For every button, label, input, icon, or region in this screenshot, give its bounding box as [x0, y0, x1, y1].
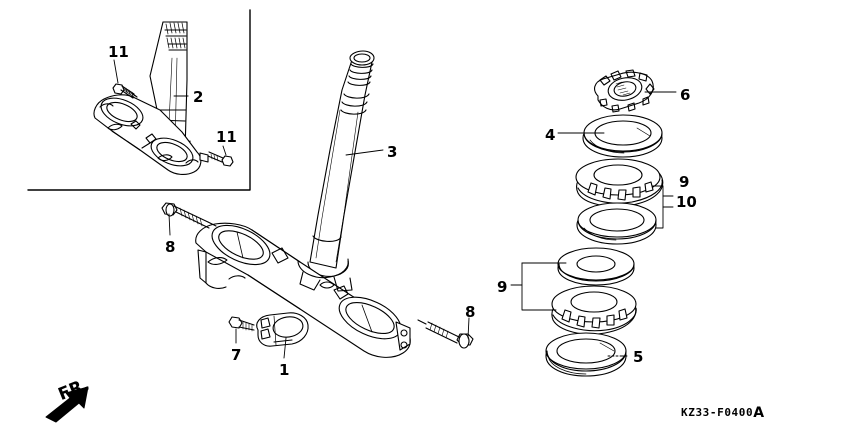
callout-8-right: 8 [465, 303, 476, 321]
lower-dust-seal [545, 332, 627, 377]
callout-2: 2 [193, 88, 204, 106]
fork-pinch-bolt-right [417, 319, 474, 349]
callout-8-left: 8 [165, 238, 176, 256]
upper-dust-seal [582, 114, 663, 158]
upper-bearing-race [576, 202, 657, 245]
cable-clamp-bolt [228, 316, 255, 332]
callout-9-lower: 9 [497, 278, 508, 296]
fork-pinch-bolt-left [161, 202, 217, 229]
lower-tapered-bearing [551, 285, 637, 335]
part-code-text: KZ33-F0400 [681, 406, 754, 419]
part-code: KZ33-F0400A [681, 405, 764, 421]
part-code-suffix: A [753, 405, 765, 421]
inset-top-bridge-casting [93, 94, 202, 175]
callout-10: 10 [676, 193, 697, 211]
callout-11-right: 11 [216, 128, 237, 146]
inset-top-bridge-assembly [93, 21, 234, 175]
callout-1: 1 [279, 361, 290, 379]
inset-pinch-bolt-right [199, 151, 234, 167]
inset-leader-lines [113, 59, 227, 156]
callout-3: 3 [387, 143, 398, 161]
bottom-bridge-casting [195, 222, 411, 358]
callout-7: 7 [231, 346, 242, 364]
callout-9-upper: 9 [679, 173, 690, 191]
cable-guide-clamp [256, 312, 309, 347]
callout-5: 5 [633, 348, 644, 366]
callout-11-left: 11 [108, 43, 129, 61]
front-direction-arrow [45, 386, 89, 423]
inset-panel-border [27, 9, 251, 191]
steering-stem-castle-nut [594, 69, 655, 113]
upper-tapered-bearing [575, 158, 664, 207]
steering-stem-shaft [307, 50, 375, 277]
callout-4: 4 [545, 126, 556, 144]
leader-lines [168, 91, 677, 359]
inset-pinch-bolt-left [112, 83, 138, 99]
lower-bearing-race [557, 247, 635, 286]
callout-6: 6 [680, 86, 691, 104]
